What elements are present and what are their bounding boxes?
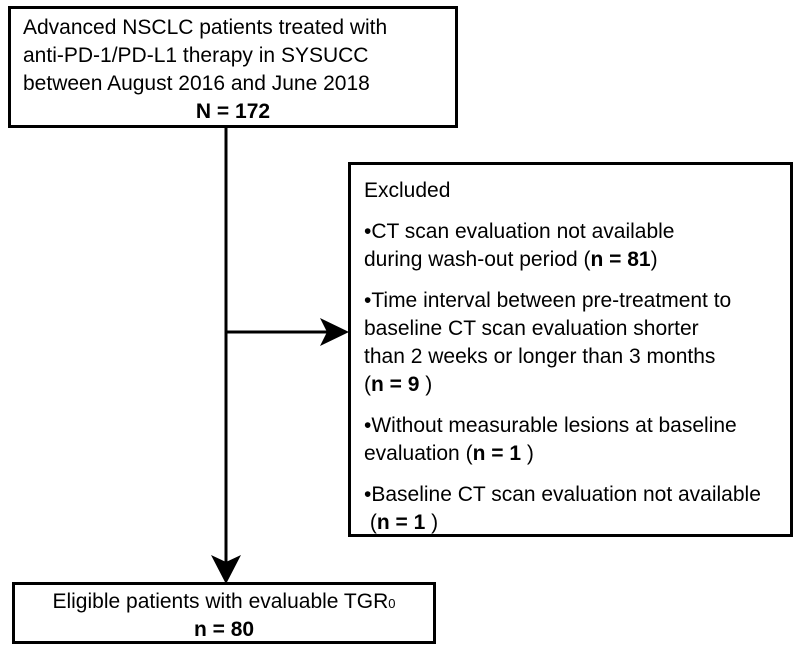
excluded-item-line: •CT scan evaluation not available (364, 220, 675, 243)
excluded-item-line: during wash-out period ( (364, 248, 591, 271)
excluded-item-line: •Time interval between pre-treatment to (364, 289, 732, 312)
excluded-item-no-measurable-lesions: •Without measurable lesions at baseline e… (364, 412, 777, 468)
excluded-item-count: n = 81 (590, 248, 651, 271)
eligible-text: Eligible patients with evaluable TGR (52, 590, 389, 613)
excluded-item-count: n = 1 (376, 511, 426, 534)
excluded-item-line-end: ) (419, 373, 433, 396)
excluded-item-line-end: ) (521, 442, 534, 465)
enrollment-box: Advanced NSCLC patients treated with ant… (8, 6, 458, 128)
enrollment-count: N = 172 (195, 100, 271, 123)
eligible-text-line: Eligible patients with evaluable TGR0 (23, 588, 425, 616)
excluded-item-line: •Without measurable lesions at baseline (364, 414, 737, 437)
excluded-box: Excluded •CT scan evaluation not availab… (348, 162, 793, 537)
down-arrowhead-icon (211, 555, 241, 584)
enrollment-line-2: anti-PD-1/PD-L1 therapy in SYSUCC (23, 44, 369, 67)
tgr-subscript: 0 (388, 596, 396, 611)
excluded-item-count: n = 9 (371, 373, 420, 396)
excluded-item-line: ( (364, 373, 371, 396)
excluded-item-line-end: ) (650, 248, 658, 271)
excluded-item-time-interval: •Time interval between pre-treatment to b… (364, 287, 777, 399)
excluded-item-no-baseline-ct: •Baseline CT scan evaluation not availab… (364, 481, 777, 537)
excluded-item-ct-washout: •CT scan evaluation not available during … (364, 218, 777, 274)
excluded-item-line-end: ) (425, 511, 439, 534)
right-arrowhead-icon (320, 318, 349, 346)
enrollment-line-3: between August 2016 and June 2018 (23, 72, 370, 95)
excluded-item-count: n = 1 (472, 442, 522, 465)
eligible-count: n = 80 (193, 618, 255, 641)
eligible-box: Eligible patients with evaluable TGR0 n … (12, 582, 436, 644)
enrollment-line-1: Advanced NSCLC patients treated with (23, 16, 388, 39)
excluded-item-line: baseline CT scan evaluation shorter (364, 317, 699, 340)
excluded-title: Excluded (364, 179, 451, 202)
excluded-item-line: •Baseline CT scan evaluation not availab… (364, 483, 761, 506)
excluded-item-line: than 2 weeks or longer than 3 months (364, 345, 716, 368)
excluded-item-line: ( (364, 511, 377, 534)
excluded-item-line: evaluation ( (364, 442, 473, 465)
